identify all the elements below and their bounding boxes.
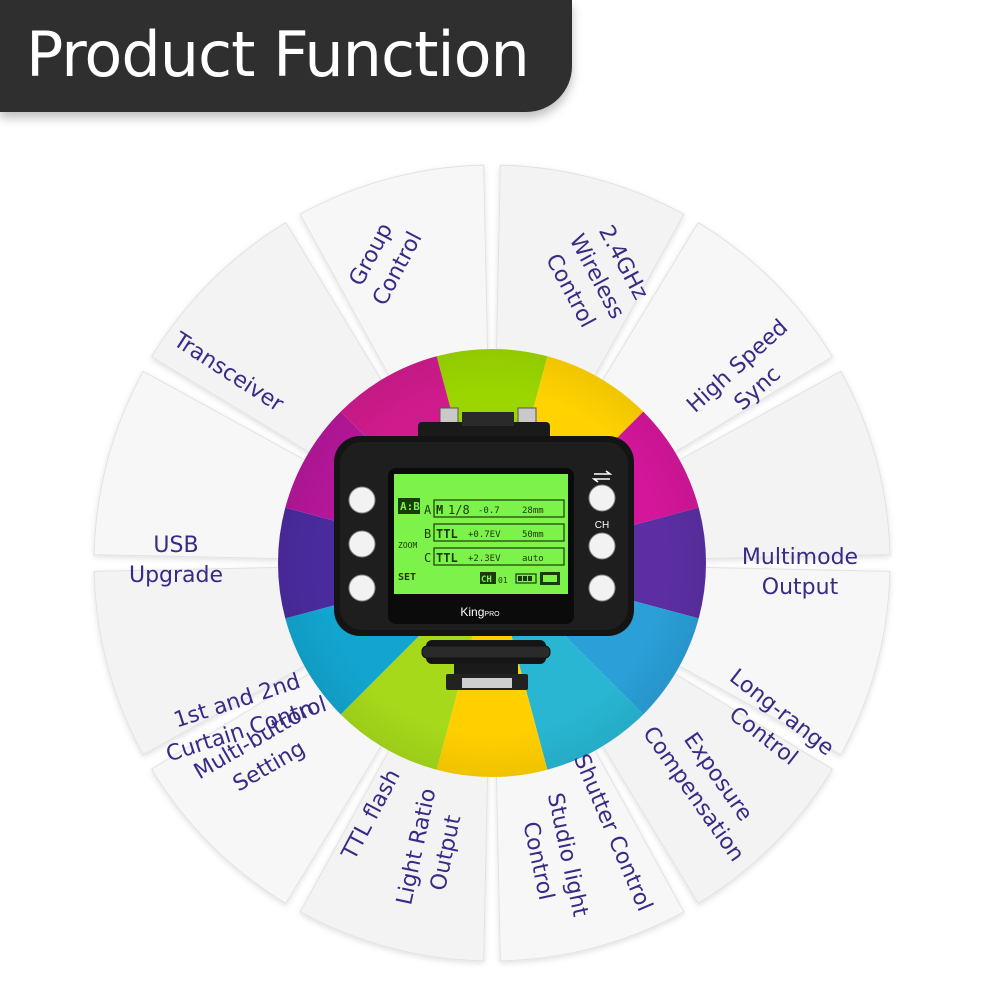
hss-icon xyxy=(540,572,560,585)
lcd-a-mode: M xyxy=(436,503,443,517)
title-banner: Product Function xyxy=(0,0,572,112)
lcd-mode-ab: A:B xyxy=(400,500,420,513)
lcd-b-mode: TTL xyxy=(436,527,458,541)
sync-arrows-icon xyxy=(591,470,613,483)
page-title: Product Function xyxy=(26,18,530,91)
lcd-group-c: C xyxy=(424,551,431,565)
right-button-2[interactable] xyxy=(588,532,616,560)
right-button-1[interactable] xyxy=(588,484,616,512)
flash-trigger-device: A:B ZOOM SET A M 1/8 -0.7 28mm B TTL +0.… xyxy=(334,407,634,690)
channel-label: CH xyxy=(595,520,609,531)
hotshoe-foot xyxy=(421,640,551,690)
lcd-a-comp: -0.7 xyxy=(478,506,500,516)
lcd-zoom: ZOOM xyxy=(398,541,417,550)
function-label: Multimode Output xyxy=(741,545,859,600)
lcd-a-zoom: 28mm xyxy=(522,506,544,516)
lcd-b-comp: +0.7EV xyxy=(468,530,501,540)
left-button-1[interactable] xyxy=(348,486,376,514)
brand-suffix: PRO xyxy=(484,611,500,618)
lcd-ch-number: 01 xyxy=(498,576,508,585)
right-button-3[interactable] xyxy=(588,574,616,602)
lcd-c-mode: TTL xyxy=(436,551,458,565)
lcd-group-b: B xyxy=(424,527,431,541)
lcd-set: SET xyxy=(398,572,416,583)
svg-text:KingPRO: KingPRO xyxy=(460,605,500,619)
lcd-group-a: A xyxy=(424,503,432,517)
lcd-b-zoom: 50mm xyxy=(522,530,544,540)
function-label: USB Upgrade xyxy=(128,533,224,588)
lcd-c-zoom: auto xyxy=(522,554,544,564)
left-button-2[interactable] xyxy=(348,530,376,558)
lcd-a-value: 1/8 xyxy=(448,503,470,517)
lcd-c-comp: +2.3EV xyxy=(468,554,501,564)
lcd-ch-icon: CH xyxy=(481,575,492,585)
lcd-content: A:B ZOOM SET A M 1/8 -0.7 28mm B TTL +0.… xyxy=(398,498,565,585)
left-button-3[interactable] xyxy=(348,574,376,602)
battery-icon xyxy=(515,573,537,584)
brand-name: King xyxy=(460,605,484,619)
